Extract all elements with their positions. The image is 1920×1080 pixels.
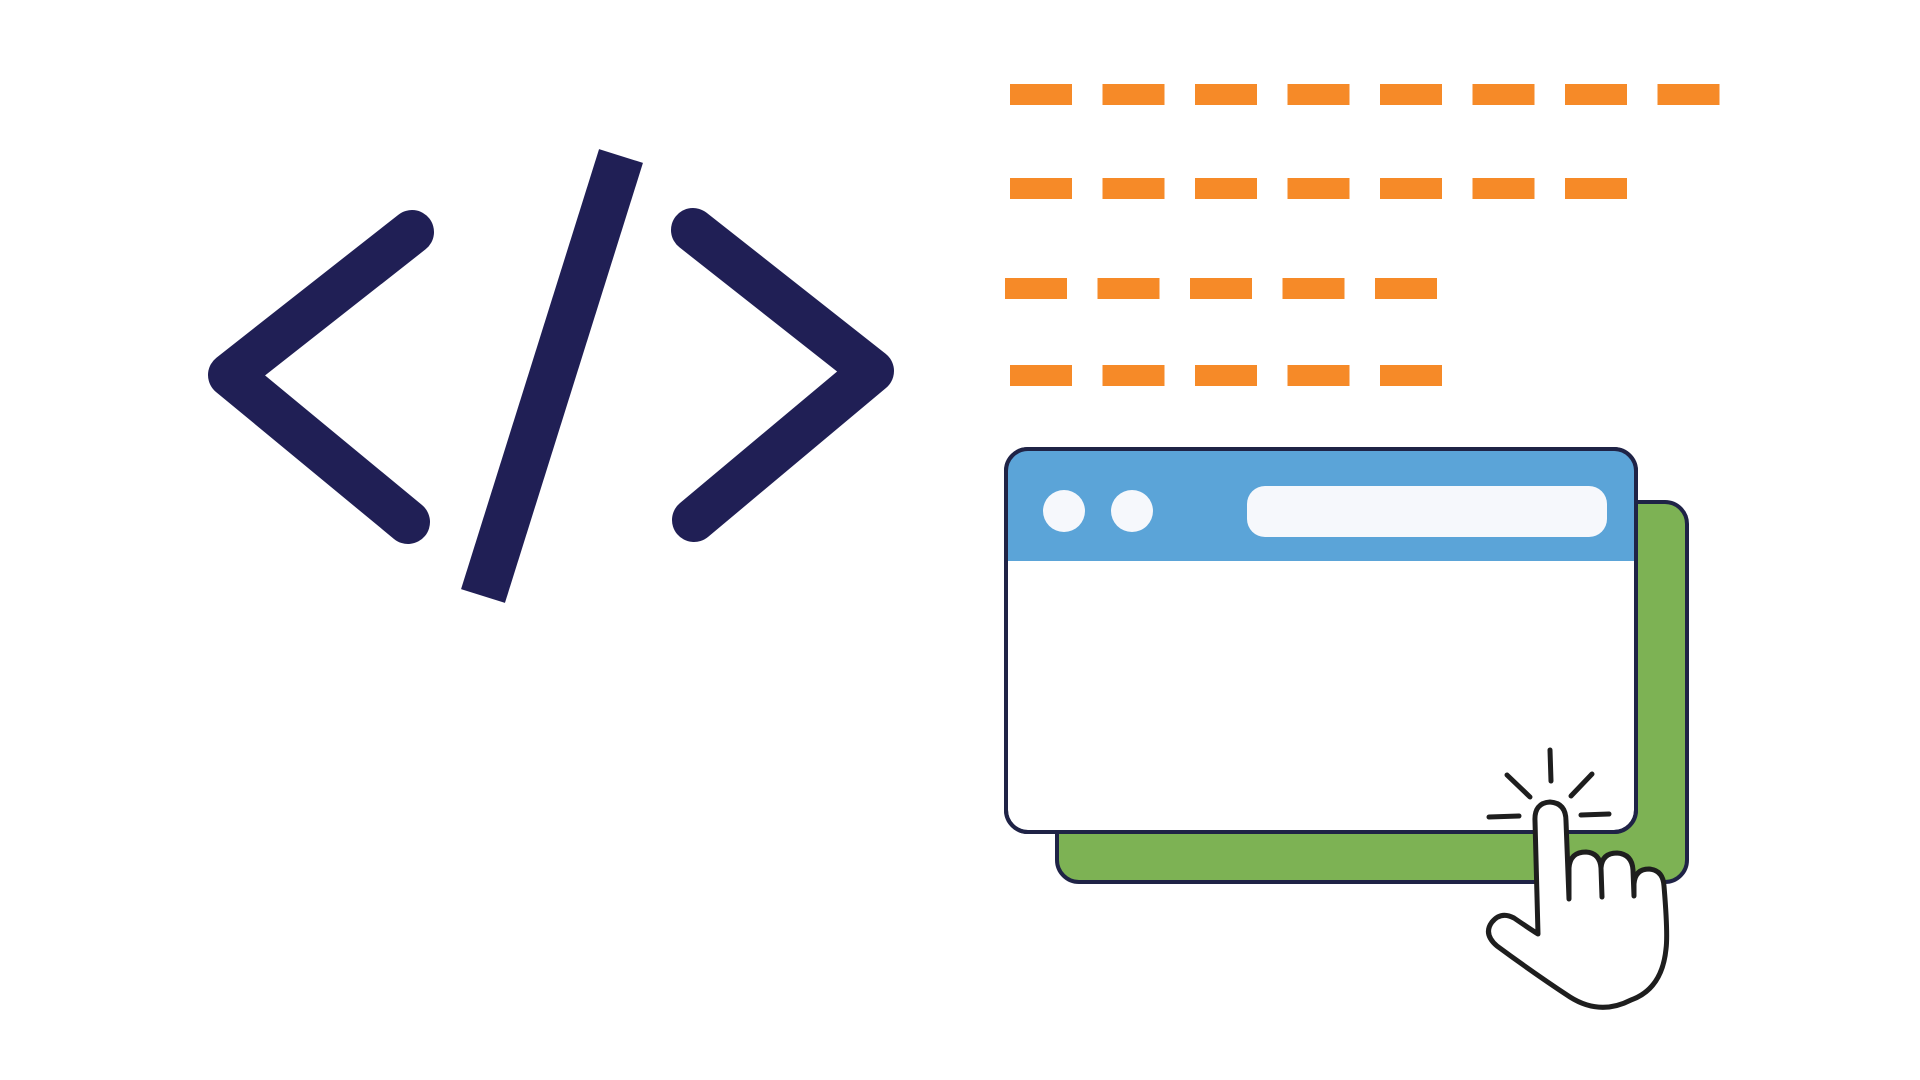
text-line-dash	[1102, 178, 1165, 199]
text-line-dash	[1565, 84, 1627, 105]
left-angle-bracket	[208, 210, 434, 544]
code-brackets-icon	[208, 149, 894, 603]
window-dot-2	[1111, 490, 1153, 532]
text-line-dash	[1195, 178, 1257, 199]
text-line-dash	[1190, 278, 1252, 299]
window-dot-1	[1043, 490, 1085, 532]
pointing-hand-cursor-icon	[1485, 799, 1670, 1010]
text-line-dash	[1565, 178, 1627, 199]
text-line-dash	[1010, 178, 1072, 199]
text-line-dash	[1005, 278, 1067, 299]
text-line-dash	[1010, 84, 1072, 105]
text-line-dash	[1287, 178, 1350, 199]
text-line-dash	[1102, 84, 1165, 105]
right-angle-bracket	[671, 208, 894, 542]
text-line-dash	[1282, 278, 1345, 299]
browser-window-icon	[1004, 447, 1638, 834]
text-line-dash	[1472, 178, 1535, 199]
text-line-dash	[1380, 178, 1442, 199]
click-burst-icon	[1486, 747, 1612, 820]
text-line-dash	[1380, 84, 1442, 105]
text-line-dash	[1657, 84, 1720, 105]
text-line-dash	[1097, 278, 1160, 299]
text-line-dash	[1287, 84, 1350, 105]
text-line-dash	[1195, 365, 1257, 386]
text-line-dash	[1380, 365, 1442, 386]
text-line-dash	[1472, 84, 1535, 105]
text-line-dash	[1102, 365, 1165, 386]
text-line-dash	[1287, 365, 1350, 386]
text-line-dash	[1375, 278, 1437, 299]
address-bar	[1247, 486, 1607, 537]
dashed-text-lines-icon	[1005, 84, 1720, 386]
text-line-dash	[1010, 365, 1072, 386]
text-line-dash	[1195, 84, 1257, 105]
slash	[461, 149, 643, 603]
